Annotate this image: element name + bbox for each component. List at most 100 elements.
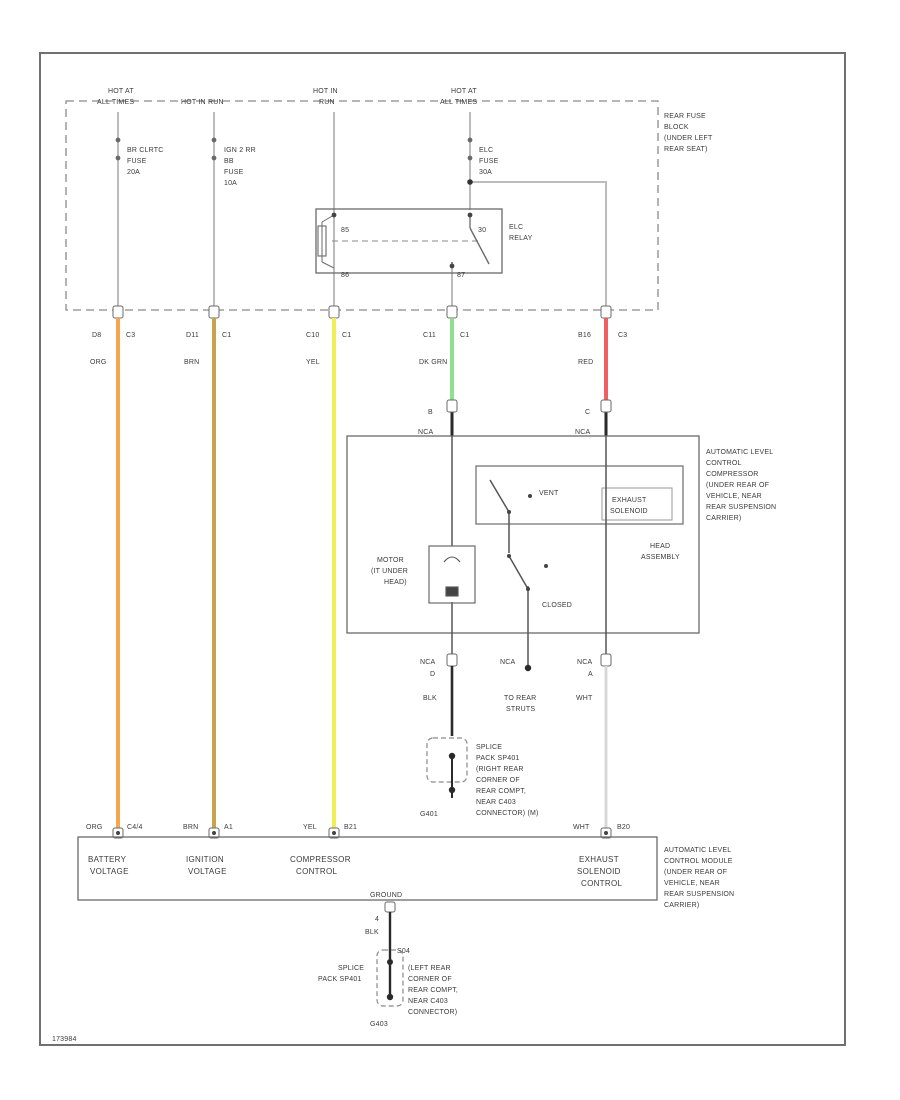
compressor-switch-contacts: [507, 494, 548, 591]
svg-text:SPLICE: SPLICE: [338, 965, 364, 972]
svg-text:CONNECTOR): CONNECTOR): [408, 1009, 457, 1016]
fuse-label-3: ELC FUSE 30A: [479, 147, 499, 176]
svg-text:PACK SP401: PACK SP401: [318, 976, 362, 983]
svg-text:B21: B21: [344, 824, 357, 831]
motor-icon: [443, 556, 461, 597]
svg-text:HEAD): HEAD): [384, 579, 407, 586]
svg-text:ORG: ORG: [86, 824, 103, 831]
svg-text:RELAY: RELAY: [509, 235, 533, 242]
svg-text:ALL TIMES: ALL TIMES: [440, 99, 477, 106]
svg-text:FUSE: FUSE: [479, 158, 499, 165]
fuse-label-2: IGN 2 RR BB FUSE 10A: [224, 147, 256, 187]
svg-text:(RIGHT REAR: (RIGHT REAR: [476, 766, 524, 773]
svg-text:D: D: [430, 671, 435, 678]
svg-text:REAR SUSPENSION: REAR SUSPENSION: [664, 891, 734, 898]
svg-text:S04: S04: [397, 948, 410, 955]
svg-text:YEL: YEL: [306, 359, 320, 366]
svg-text:BLK: BLK: [423, 695, 437, 702]
svg-text:C1: C1: [342, 332, 351, 339]
svg-text:C1: C1: [222, 332, 231, 339]
module-pin-labels: ORG C4/4 BRN A1 YEL B21 WHT B20: [86, 824, 630, 831]
svg-text:(UNDER LEFT: (UNDER LEFT: [664, 135, 713, 142]
svg-text:30A: 30A: [479, 169, 492, 176]
svg-text:ASSEMBLY: ASSEMBLY: [641, 554, 680, 561]
svg-text:CORNER OF: CORNER OF: [408, 976, 452, 983]
module-input-labels: BATTERY VOLTAGE IGNITION VOLTAGE COMPRES…: [88, 855, 622, 888]
elc-relay: 85 86 30 87: [315, 208, 503, 279]
svg-text:NCA: NCA: [418, 429, 434, 436]
svg-text:85: 85: [341, 227, 349, 234]
ground-splice-labels: 4 BLK S04 SPLICE PACK SP401 (LEFT REAR C…: [318, 916, 458, 1028]
fuse-block-terminals: [112, 305, 612, 319]
svg-text:B: B: [428, 409, 433, 416]
svg-text:ALL TIMES: ALL TIMES: [97, 99, 134, 106]
vent-label: VENT: [539, 490, 559, 497]
svg-text:BRN: BRN: [183, 824, 198, 831]
svg-text:TO REAR: TO REAR: [504, 695, 536, 702]
svg-text:HOT AT: HOT AT: [451, 88, 477, 95]
svg-text:B20: B20: [617, 824, 630, 831]
svg-text:C4/4: C4/4: [127, 824, 143, 831]
ground-icon-bottom: [386, 993, 394, 1001]
ground-g401-label: G401: [420, 811, 438, 818]
splice-pack-bottom: [376, 949, 404, 1007]
svg-text:C3: C3: [618, 332, 627, 339]
connector-labels: D8 C3 D11 C1 C10 C1 C11 C1 B16 C3: [92, 332, 627, 339]
compressor-internal-wiring: [451, 436, 607, 668]
svg-text:BLK: BLK: [365, 929, 379, 936]
control-module-box: [77, 836, 658, 901]
svg-text:CARRIER): CARRIER): [706, 515, 741, 522]
svg-text:WHT: WHT: [573, 824, 590, 831]
svg-text:REAR SEAT): REAR SEAT): [664, 146, 708, 153]
feed-label-1: HOT AT ALL TIMES: [97, 88, 134, 106]
module-terminal-nodes: [116, 831, 608, 835]
svg-text:30: 30: [478, 227, 486, 234]
svg-text:HOT IN: HOT IN: [313, 88, 338, 95]
svg-text:VEHICLE, NEAR: VEHICLE, NEAR: [664, 880, 720, 887]
svg-text:C1: C1: [460, 332, 469, 339]
svg-text:CARRIER): CARRIER): [664, 902, 699, 909]
svg-text:VOLTAGE: VOLTAGE: [188, 867, 227, 876]
svg-text:YEL: YEL: [303, 824, 317, 831]
svg-text:SOLENOID: SOLENOID: [577, 867, 621, 876]
svg-text:SPLICE: SPLICE: [476, 744, 502, 751]
svg-text:(IT UNDER: (IT UNDER: [371, 568, 408, 575]
svg-text:G403: G403: [370, 1021, 388, 1028]
svg-text:10A: 10A: [224, 180, 237, 187]
svg-text:REAR FUSE: REAR FUSE: [664, 113, 706, 120]
svg-text:C: C: [585, 409, 590, 416]
svg-text:FUSE: FUSE: [224, 169, 244, 176]
svg-text:NCA: NCA: [575, 429, 591, 436]
svg-text:D8: D8: [92, 332, 101, 339]
svg-text:BLOCK: BLOCK: [664, 124, 689, 131]
svg-text:ORG: ORG: [90, 359, 107, 366]
feed-label-4: HOT AT ALL TIMES: [440, 88, 477, 106]
svg-text:REAR COMPT,: REAR COMPT,: [408, 987, 458, 994]
compressor-bottom-terminals: [446, 653, 612, 667]
feed-label-3: HOT IN RUN: [313, 88, 338, 106]
svg-text:COMPRESSOR: COMPRESSOR: [290, 855, 351, 864]
svg-text:BB: BB: [224, 158, 234, 165]
svg-text:EXHAUST: EXHAUST: [612, 497, 647, 504]
fuse-block-label: REAR FUSE BLOCK (UNDER LEFT REAR SEAT): [664, 113, 713, 153]
svg-text:NCA: NCA: [420, 659, 436, 666]
relay-switch-icon: [469, 227, 490, 265]
splice-pack-top: [426, 737, 468, 798]
svg-text:CONTROL: CONTROL: [581, 879, 622, 888]
svg-text:B16: B16: [578, 332, 591, 339]
compressor-box: [346, 435, 700, 634]
svg-text:AUTOMATIC LEVEL: AUTOMATIC LEVEL: [664, 847, 731, 854]
svg-text:EXHAUST: EXHAUST: [579, 855, 619, 864]
compressor-bottom-pin-labels: NCA D BLK NCA NCA A WHT: [420, 659, 593, 702]
svg-text:HOT AT: HOT AT: [108, 88, 134, 95]
svg-text:NEAR C403: NEAR C403: [476, 799, 516, 806]
outer-frame: [39, 52, 846, 1046]
svg-text:IGNITION: IGNITION: [186, 855, 224, 864]
svg-text:CONNECTOR) (M): CONNECTOR) (M): [476, 810, 539, 817]
svg-text:BR CLRTC: BR CLRTC: [127, 147, 163, 154]
svg-text:ELC: ELC: [509, 224, 523, 231]
wire-color-labels: ORG BRN YEL DK GRN RED: [90, 359, 593, 366]
svg-text:20A: 20A: [127, 169, 140, 176]
head-assembly-label: HEAD ASSEMBLY: [641, 543, 680, 561]
